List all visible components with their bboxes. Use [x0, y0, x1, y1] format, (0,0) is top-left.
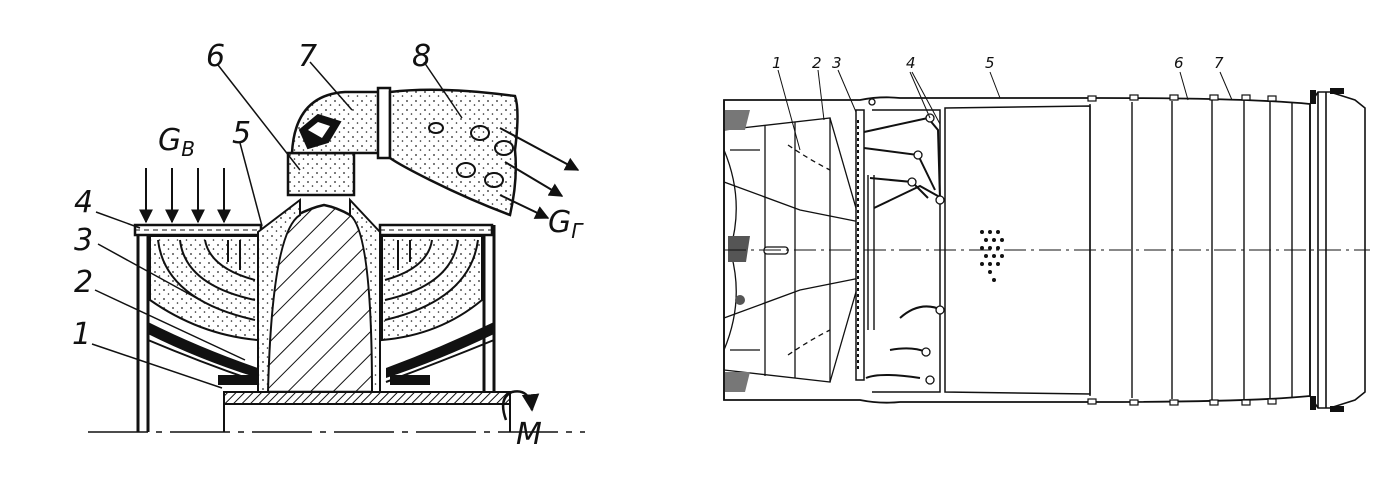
air-inlet-arrows — [139, 168, 231, 224]
left-chamber — [147, 235, 259, 385]
nozzle-holes — [428, 122, 514, 188]
duct-flange — [376, 86, 392, 160]
label-r4: 4 — [906, 54, 916, 72]
label-4: 4 — [74, 185, 93, 220]
left-labels: 1 2 3 4 5 6 7 8 GВ GГ M — [72, 39, 584, 452]
right-labels: 1 2 3 4 5 6 7 — [772, 54, 1224, 72]
left-leader-lines — [91, 61, 463, 389]
shaft — [223, 391, 511, 405]
struts — [863, 116, 946, 379]
right-chamber — [381, 235, 495, 385]
label-r5: 5 — [985, 54, 995, 72]
collector-box — [286, 151, 356, 197]
liner-rings — [1089, 100, 1311, 400]
gas-outlet-arrows — [499, 127, 580, 219]
exit-flange — [1309, 91, 1366, 409]
label-torque: M — [516, 417, 542, 452]
ring-joints — [1087, 94, 1277, 406]
label-r6: 6 — [1174, 54, 1184, 72]
right-figure: 1 2 3 4 5 6 7 — [723, 54, 1370, 412]
fuel-manifold — [855, 109, 941, 393]
duct-wall-right — [349, 197, 381, 393]
label-r1: 1 — [772, 54, 782, 72]
label-r7: 7 — [1214, 54, 1224, 72]
left-figure: 1 2 3 4 5 6 7 8 GВ GГ M — [72, 39, 585, 452]
dilution-holes — [980, 230, 1004, 282]
right-leader-lines — [777, 69, 1233, 151]
label-r3: 3 — [832, 54, 842, 72]
label-air-flow: GВ — [158, 123, 195, 161]
label-1: 1 — [72, 317, 91, 352]
label-gas-flow: GГ — [548, 205, 584, 243]
inlet-blades — [725, 110, 750, 392]
exit-clamps — [1310, 88, 1344, 412]
label-r2: 2 — [812, 54, 822, 72]
label-6: 6 — [206, 39, 225, 74]
torque-arrow — [501, 390, 540, 421]
label-5: 5 — [232, 116, 251, 151]
label-3: 3 — [74, 223, 93, 258]
strut-bolts — [868, 98, 945, 385]
duct-wall-left — [257, 197, 301, 393]
label-7: 7 — [298, 39, 317, 74]
label-2: 2 — [74, 265, 93, 300]
label-8: 8 — [412, 39, 431, 74]
